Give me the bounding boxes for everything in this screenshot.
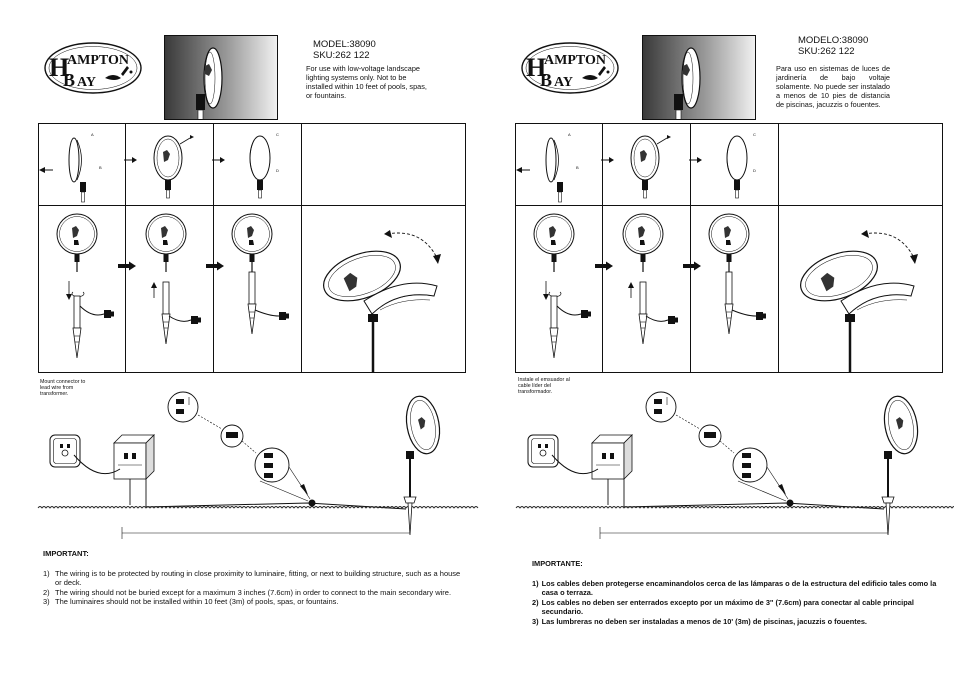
logo-text-top: AMPTON: [544, 53, 606, 68]
step-cell-3: C D: [688, 124, 779, 206]
logo-letter-h: H: [49, 53, 69, 82]
notes-heading: IMPORTANTE:: [532, 559, 583, 568]
hampton-bay-logo: H AMPTON B AY: [520, 40, 620, 96]
svg-text:C: C: [753, 132, 756, 137]
note-item: 3) Las lumbreras no deben ser instaladas…: [532, 616, 867, 626]
important-notes: IMPORTANT: 1) The wiring is to be protec…: [43, 549, 468, 607]
usage-description: For use with low-voltage landscape light…: [306, 64, 427, 100]
note-item: 2) The wiring should not be buried excep…: [43, 587, 452, 597]
step-cell-5: [39, 206, 126, 373]
note-item: 3) The luminaires should not be installe…: [43, 597, 339, 607]
step-cell-7: [683, 206, 779, 373]
step-cell-6: [595, 206, 691, 373]
step-cell-2: [600, 124, 691, 206]
step-cell-1: A B: [39, 124, 126, 206]
logo-text-bottom: AY: [554, 75, 573, 90]
step-cell-2: [123, 124, 214, 206]
usage-description: Para uso en sistemas de luces de jardine…: [776, 64, 890, 109]
connector-caption: Instale el emsuador al cable líder del t…: [518, 377, 570, 396]
product-thumbnail: [642, 35, 756, 120]
step-cell-4: [302, 124, 466, 206]
svg-text:D: D: [276, 168, 279, 173]
important-notes: IMPORTANTE: 1) Los cables deben proteger…: [532, 559, 952, 627]
step-cell-8: [302, 206, 466, 373]
note-item: 1) Los cables deben protegerse encaminan…: [532, 578, 937, 598]
note-item: 2) Los cables no deben ser enterrados ex…: [532, 597, 914, 617]
svg-text:B: B: [576, 165, 579, 170]
sku-number: SKU:262 122: [313, 50, 370, 61]
connector-caption: Mount connector to lead wire from transf…: [40, 379, 86, 398]
svg-text:A: A: [568, 132, 571, 137]
sku-number: SKU:262 122: [798, 46, 855, 57]
step-cell-8: [779, 206, 943, 373]
step-grid: A B: [515, 123, 943, 373]
logo-letter-h: H: [526, 53, 546, 82]
logo-text-top: AMPTON: [67, 53, 129, 68]
svg-text:C: C: [276, 132, 279, 137]
notes-heading: IMPORTANT:: [43, 549, 89, 558]
step-grid: A B: [38, 123, 466, 373]
step-cell-4: [779, 124, 943, 206]
installation-diagram: [37, 385, 479, 545]
svg-text:B: B: [99, 165, 102, 170]
logo-text-bottom: AY: [77, 75, 96, 90]
product-thumbnail: [164, 35, 278, 120]
step-cell-1: A B: [516, 124, 603, 206]
hampton-bay-logo: H AMPTON B AY: [43, 40, 143, 96]
note-item: 1) The wiring is to be protected by rout…: [43, 568, 461, 588]
logo-letter-b: B: [63, 70, 75, 90]
model-number: MODEL:38090: [313, 39, 376, 50]
svg-text:D: D: [753, 168, 756, 173]
installation-diagram: [515, 385, 954, 545]
svg-text:A: A: [91, 132, 94, 137]
model-number: MODELO:38090: [798, 35, 869, 46]
logo-letter-b: B: [540, 70, 552, 90]
step-cell-5: [516, 206, 603, 373]
step-cell-7: [206, 206, 302, 373]
step-cell-6: [118, 206, 214, 373]
step-cell-3: C D: [211, 124, 302, 206]
